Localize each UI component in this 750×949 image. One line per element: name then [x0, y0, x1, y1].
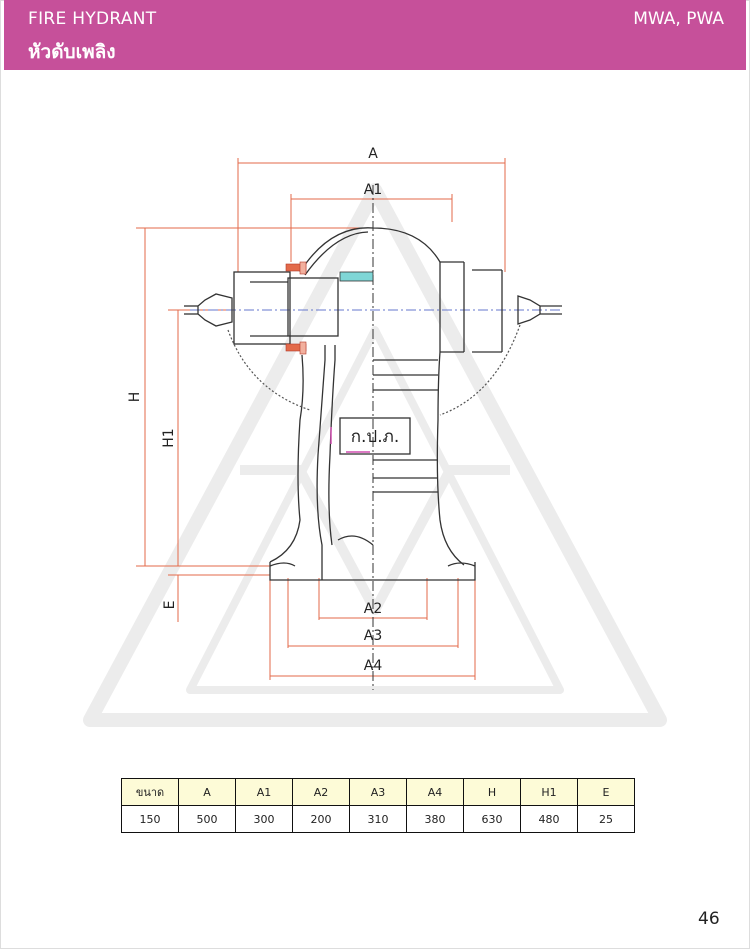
spec-header-h: H	[463, 778, 521, 806]
spec-value-size: 150	[121, 805, 179, 833]
title-english: FIRE HYDRANT	[28, 9, 157, 29]
hydrant-technical-drawing: A A1 A2 A3 A4 H H1 E ก.ป.ภ.	[83, 146, 667, 727]
organization-label: MWA, PWA	[633, 9, 724, 29]
spec-value-a2: 200	[292, 805, 350, 833]
dimension-labels: A A1 A2 A3 A4 H H1 E	[127, 146, 382, 674]
dim-label-h1: H1	[161, 428, 177, 447]
spec-table-value-row: 150 500 300 200 310 380 630 480 25	[121, 805, 635, 833]
spec-header-h1: H1	[520, 778, 578, 806]
title-thai: หัวดับเพลิง	[28, 41, 116, 63]
spec-header-a3: A3	[349, 778, 407, 806]
emblem-marks	[330, 427, 370, 453]
centre-lines	[190, 185, 560, 690]
chains	[227, 324, 521, 416]
spec-table-header-row: ขนาด A A1 A2 A3 A4 H H1 E	[121, 778, 635, 806]
spec-header-e: E	[577, 778, 635, 806]
spec-value-h: 630	[463, 805, 521, 833]
spec-value-a3: 310	[349, 805, 407, 833]
spec-value-e: 25	[577, 805, 635, 833]
spec-header-size: ขนาด	[121, 778, 179, 806]
hydrant-body	[184, 227, 562, 581]
dim-label-h: H	[127, 392, 143, 403]
spec-value-a4: 380	[406, 805, 464, 833]
watermark-logo	[83, 183, 667, 727]
spec-header-a4: A4	[406, 778, 464, 806]
spec-header-a1: A1	[235, 778, 293, 806]
spec-value-a1: 300	[235, 805, 293, 833]
spec-value-a: 500	[178, 805, 236, 833]
emblem-text: ก.ป.ภ.	[351, 427, 400, 447]
spec-header-a: A	[178, 778, 236, 806]
spec-header-a2: A2	[292, 778, 350, 806]
dim-label-a3: A3	[364, 628, 382, 644]
dim-label-e: E	[162, 601, 178, 610]
flange-bolts	[285, 261, 307, 355]
dim-label-a1: A1	[364, 182, 382, 198]
spec-value-h1: 480	[520, 805, 578, 833]
page-header: FIRE HYDRANT หัวดับเพลิง MWA, PWA	[4, 0, 746, 70]
dim-label-a2: A2	[364, 601, 382, 617]
dim-label-a4: A4	[364, 658, 383, 674]
dim-label-a: A	[368, 146, 378, 162]
spec-table: ขนาด A A1 A2 A3 A4 H H1 E 150 500 300 20…	[121, 778, 635, 833]
spindle-plate	[339, 271, 374, 282]
page-number: 46	[698, 909, 720, 929]
